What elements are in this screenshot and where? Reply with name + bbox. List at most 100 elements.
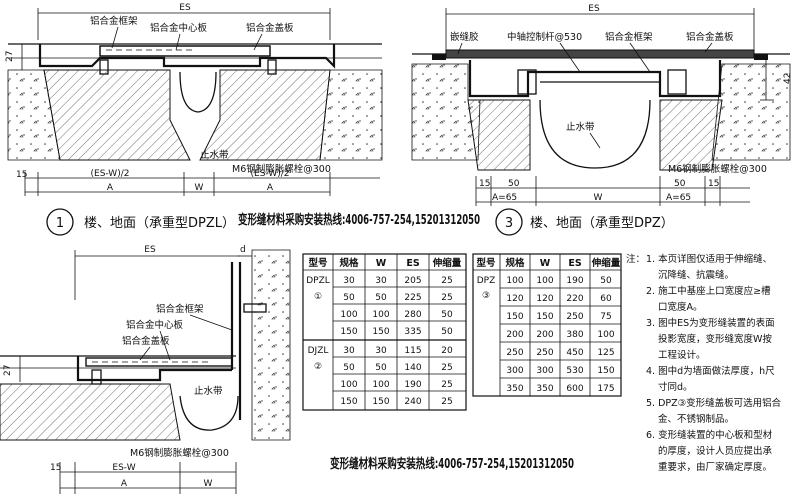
t1-model-1: DPZL (306, 276, 330, 286)
t2-cell: 75 (600, 312, 611, 322)
d2-dim-w: W (204, 479, 213, 489)
t1-cell: 150 (340, 397, 357, 407)
t2-cell: 200 (536, 330, 553, 340)
d3-dim-a-right: A=65 (666, 193, 691, 203)
d2-es: ES (144, 245, 156, 255)
t2-cell: 600 (566, 384, 583, 394)
d1-dim-a-right: A (267, 183, 274, 193)
d3-dim-50a: 50 (508, 179, 520, 189)
t1-cell: 100 (340, 310, 357, 320)
t1-h-exp: 伸缩量 (432, 257, 462, 269)
d1-label-center: 铝合金中心板 (150, 22, 208, 34)
t2-cell: 100 (536, 276, 553, 286)
d3-label-bar: 中轴控制杆@530 (507, 31, 582, 43)
d2-label-cover: 铝合金盖板 (122, 335, 170, 347)
t2-cell: 250 (536, 348, 553, 358)
t2-cell: 220 (566, 294, 583, 304)
detail-1: ES 27 铝合金框架 铝合金中心板 铝合金盖板 止水带 M6钢制膨胀螺栓@30… (5, 3, 480, 236)
d1-label-cover: 铝合金盖板 (246, 22, 294, 34)
footer-hotline: 变形缝材料采购安装热线:4006-757-254,15201312050 (330, 456, 574, 472)
d3-es: ES (588, 4, 600, 14)
note-line: 4. 图中d为墙面做法厚度，h尺 (646, 365, 775, 377)
t2-cell: 100 (597, 330, 614, 340)
t1-model-2: DJZL (308, 346, 329, 356)
t1-cell: 25 (441, 363, 452, 373)
t1-cell: 30 (343, 346, 355, 356)
d1-dim-half-left: (ES-W)/2 (91, 169, 130, 179)
t2-cell: 250 (506, 348, 523, 358)
t2-cell: 125 (597, 348, 614, 358)
t1-cell: 225 (404, 293, 421, 303)
t2-h-spec: 规格 (505, 257, 525, 269)
t1-h-spec: 规格 (339, 257, 359, 269)
t2-cell: 120 (506, 294, 523, 304)
t2-cell: 100 (506, 276, 523, 286)
t2-cell: 190 (566, 276, 583, 286)
note-line: 沉降缝、抗震缝。 (658, 269, 734, 281)
t1-cell: 20 (441, 346, 453, 356)
note-line: 金、不锈钢制品。 (658, 413, 734, 425)
t2-cell: 530 (566, 366, 583, 376)
t2-cell: 450 (566, 348, 583, 358)
d1-dim-27: 27 (5, 51, 15, 62)
d1-es: ES (179, 3, 191, 13)
t2-cell: 300 (536, 366, 553, 376)
t1-cell: 50 (343, 293, 355, 303)
d1-dim-half-right: (ES-W)/2 (251, 169, 290, 179)
t1-cell: 100 (372, 310, 389, 320)
note-line: 工程设计。 (658, 349, 706, 361)
t1-cell: 190 (404, 380, 421, 390)
t2-cell: 60 (600, 294, 612, 304)
t2-cell: 200 (506, 330, 523, 340)
t1-h-model: 型号 (308, 257, 328, 269)
d2-dim-15: 15 (50, 463, 61, 473)
d3-dim-a-left: A=65 (492, 193, 517, 203)
note-line: 重要求，由厂家确定厚度。 (658, 461, 772, 473)
d1-label-bolt: M6钢制膨胀螺栓@300 (232, 163, 331, 175)
d1-title: 楼、地面（承重型DPZL） (84, 215, 235, 231)
d2-label-center: 铝合金中心板 (126, 319, 184, 331)
d2-label-frame: 铝合金框架 (156, 303, 204, 315)
d1-label-waterstop: 止水带 (200, 149, 229, 161)
t1-cell: 25 (441, 397, 452, 407)
t2-h-es: ES (568, 258, 581, 269)
t2-cell: 150 (506, 312, 523, 322)
d2-dim-27: 27 (3, 365, 13, 376)
d2-dim-esw: ES-W (112, 463, 135, 473)
t2-cell: 150 (597, 366, 614, 376)
t1-cell: 50 (375, 293, 387, 303)
t2-mark: ③ (482, 291, 490, 301)
d3-dim-15b: 15 (708, 179, 719, 189)
t1-mark-2: ② (314, 362, 322, 372)
t2-h-exp: 伸缩量 (591, 257, 621, 269)
t1-cell: 25 (441, 293, 452, 303)
t2-cell: 50 (600, 276, 612, 286)
t1-cell: 335 (404, 327, 421, 337)
t1-cell: 30 (375, 276, 387, 286)
t1-cell: 25 (441, 380, 452, 390)
note-line: 5. DPZ③变形缝盖板可选用铝合 (646, 397, 782, 409)
d3-label-frame: 铝合金框架 (605, 31, 653, 43)
d3-dim-15a: 15 (479, 179, 490, 189)
d3-label-bolt: M6钢制膨胀螺栓@300 (668, 163, 767, 175)
d3-label-cover: 铝合金盖板 (686, 31, 734, 43)
note-line: 3. 图中ES为变形缝装置的表面 (646, 317, 775, 329)
t1-cell: 140 (404, 363, 421, 373)
d1-number: 1 (56, 216, 64, 231)
notes-prefix: 注： (626, 253, 645, 265)
t1-mark-1: ① (314, 292, 322, 302)
notes: 注： 1. 本页详图仅适用于伸缩缝、沉降缝、抗震缝。2. 施工中基座上口宽度应≥… (626, 253, 782, 473)
t1-cell: 115 (404, 346, 421, 356)
d3-label-slot: 嵌缝胶 (450, 31, 479, 43)
d2-dim-a: A (121, 479, 128, 489)
t1-h-es: ES (406, 258, 419, 269)
d3-title: 楼、地面（承重型DPZ） (530, 215, 674, 231)
d1-dim-a-left: A (107, 183, 114, 193)
t2-h-model: 型号 (476, 257, 496, 269)
detail-3: ES 42 嵌缝胶 中轴控制杆@530 铝合金框架 铝合金盖板 止水带 M (411, 4, 793, 236)
